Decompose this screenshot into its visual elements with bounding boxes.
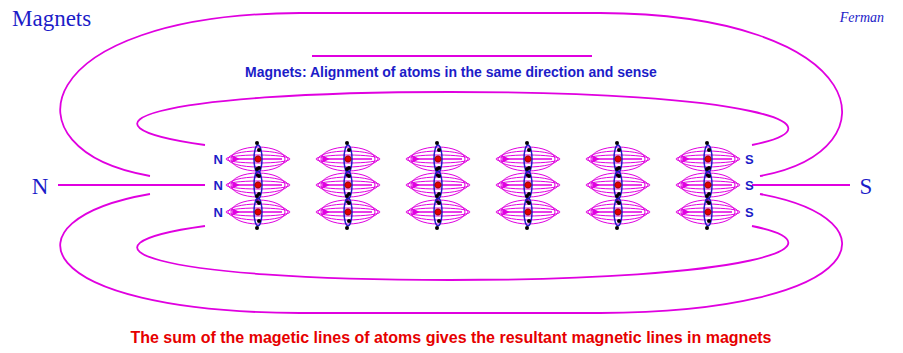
south-pole-label: S (745, 153, 754, 168)
author-signature: Ferman (840, 10, 884, 26)
outer-field-line (60, 194, 842, 313)
atom (586, 194, 650, 230)
inner-field-line (137, 92, 788, 145)
inner-field-line (137, 226, 788, 280)
rule-line (312, 55, 592, 57)
atom (676, 194, 740, 230)
author-signature-holder: Ferman (840, 8, 884, 26)
diagram-caption-holder: The sum of the magetic lines of atoms gi… (130, 329, 771, 347)
atom (496, 194, 560, 230)
north-pole-label: N (214, 206, 223, 221)
magnet-south-label-holder: S (860, 174, 873, 200)
north-pole-label: N (214, 179, 223, 194)
diagram-title: Magnets (12, 6, 91, 32)
outer-field-line (60, 13, 842, 176)
atom (226, 194, 290, 230)
north-pole-label-holder: N (214, 203, 223, 221)
axis-field-line (58, 184, 205, 186)
magnet-south-label: S (860, 174, 873, 200)
diagram-title-holder: Magnets (12, 6, 91, 32)
atom (316, 194, 380, 230)
south-pole-label-holder: S (745, 176, 754, 194)
magnet-north-label-holder: N (32, 174, 49, 200)
field-lines (58, 13, 850, 313)
magnet-north-label: N (32, 174, 49, 200)
north-pole-label: N (214, 153, 223, 168)
south-pole-label: S (745, 206, 754, 221)
south-pole-label-holder: S (745, 203, 754, 221)
north-pole-label-holder: N (214, 150, 223, 168)
south-pole-label: S (745, 179, 754, 194)
axis-field-line (752, 184, 850, 186)
subtitle-heading: Magnets: Alignment of atoms in the same … (245, 64, 657, 80)
atom-grid (226, 141, 740, 230)
diagram-caption: The sum of the magetic lines of atoms gi… (130, 329, 771, 347)
south-pole-label-holder: S (745, 150, 754, 168)
atom (406, 194, 470, 230)
subtitle-heading-holder: Magnets: Alignment of atoms in the same … (245, 63, 657, 81)
north-pole-label-holder: N (214, 176, 223, 194)
